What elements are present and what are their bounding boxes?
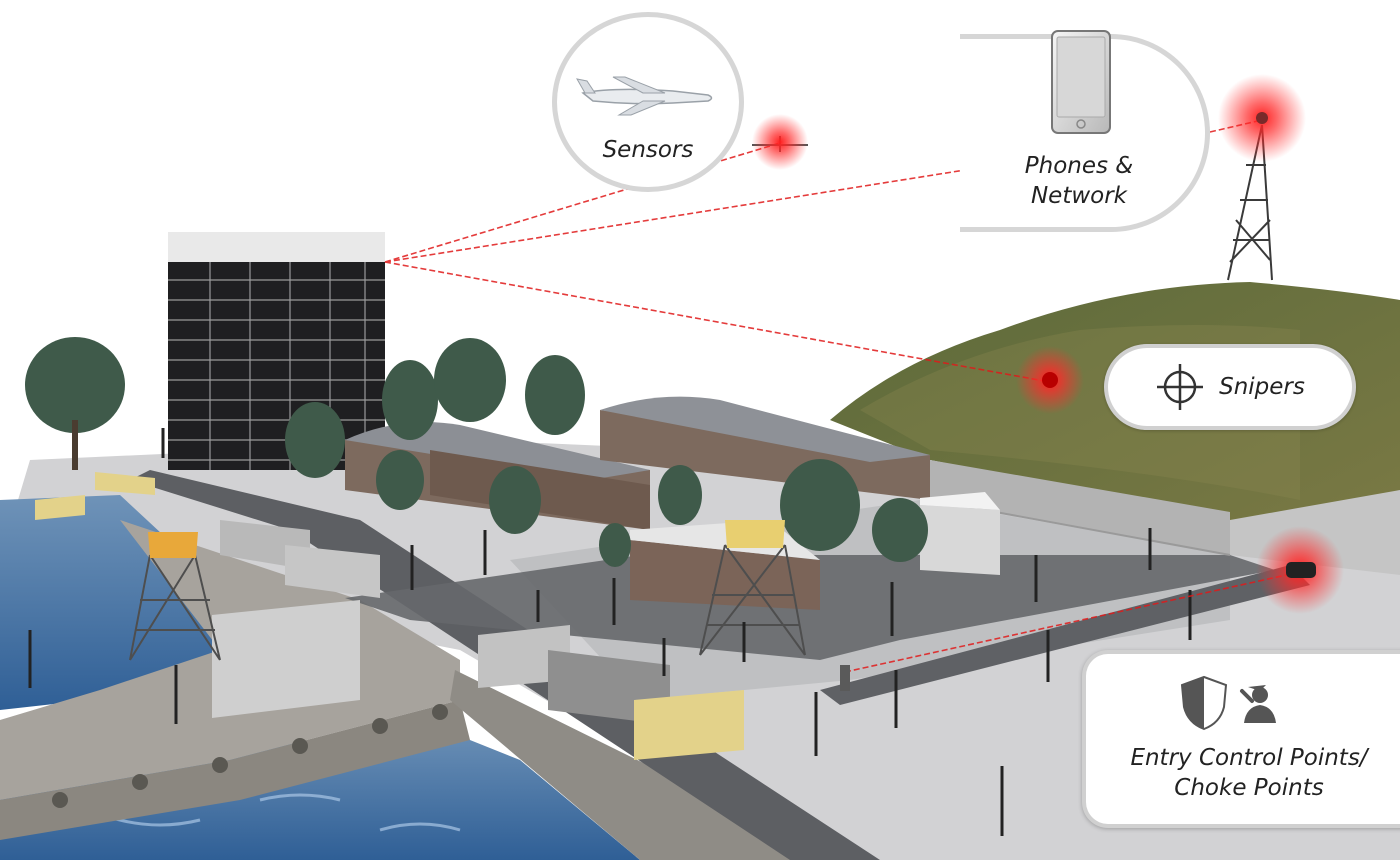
snipers-callout: Snipers	[1104, 344, 1356, 430]
guardhouse-building	[920, 492, 1000, 575]
ecp-label-line1: Entry Control Points/	[1130, 745, 1368, 771]
containers	[35, 472, 744, 760]
surveillance-aircraft-icon	[573, 69, 723, 125]
phones-label-line1: Phones &	[1024, 153, 1134, 179]
crosshair-icon	[1155, 362, 1205, 412]
trees	[25, 337, 928, 567]
crane-right	[699, 544, 806, 656]
crane-left	[129, 554, 221, 661]
phones-network-callout: Phones & Network	[960, 30, 1210, 232]
snipers-label: Snipers	[1219, 374, 1305, 400]
ecp-label-line2: Choke Points	[1174, 775, 1324, 801]
shield-icon	[1180, 675, 1228, 731]
road-entry	[820, 565, 1310, 705]
perimeter-wall	[930, 460, 1230, 555]
sensors-callout: Sensors	[552, 12, 744, 192]
street-lamps	[28, 428, 1192, 836]
smartphone-icon	[1050, 29, 1112, 139]
quay-wall	[0, 700, 470, 840]
saluting-guard-icon	[1238, 681, 1278, 725]
entry-control-points-callout: Entry Control Points/ Choke Points	[1082, 650, 1400, 828]
tower-building	[168, 240, 385, 470]
phones-label-line2: Network	[1030, 183, 1128, 209]
radio-tower	[1227, 124, 1273, 281]
sensors-label: Sensors	[602, 137, 694, 163]
drone-glow	[752, 114, 808, 170]
